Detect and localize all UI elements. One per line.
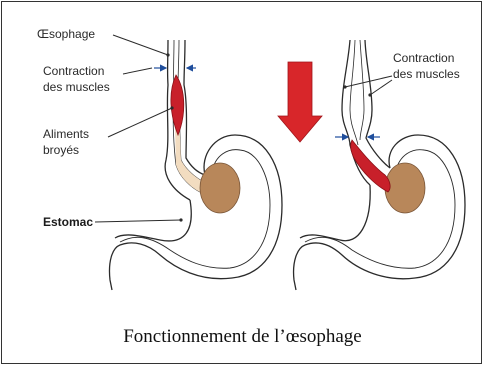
estomac-leader-line xyxy=(95,220,181,222)
left-esophagus-stomach xyxy=(109,40,282,290)
left-stomach-content xyxy=(200,163,240,213)
label-aliments-line2: broyés xyxy=(43,143,79,157)
label-estomac: Estomac xyxy=(43,215,93,229)
figure-caption: Fonctionnement de l’œsophage xyxy=(0,326,485,348)
label-contraction-right-line2: des muscles xyxy=(393,67,460,81)
label-contraction-right-line1: Contraction xyxy=(393,51,454,65)
oesophage-leader-line xyxy=(113,35,168,55)
right-esophagus-wall-right xyxy=(365,40,390,168)
label-contraction-left-line1: Contraction xyxy=(43,64,104,78)
label-contraction-left-line2: des muscles xyxy=(43,80,110,94)
peristalsis-down-arrow-icon xyxy=(278,62,322,142)
label-aliments-line1: Aliments xyxy=(43,127,89,141)
label-oesophage: Œsophage xyxy=(37,27,95,41)
left-contraction-leader-line xyxy=(123,68,152,74)
right-stomach-content xyxy=(385,163,425,213)
aliments-leader-line xyxy=(108,108,172,137)
left-esophagus-wall-right xyxy=(184,40,205,175)
right-contraction-leader-line-2 xyxy=(370,80,392,95)
